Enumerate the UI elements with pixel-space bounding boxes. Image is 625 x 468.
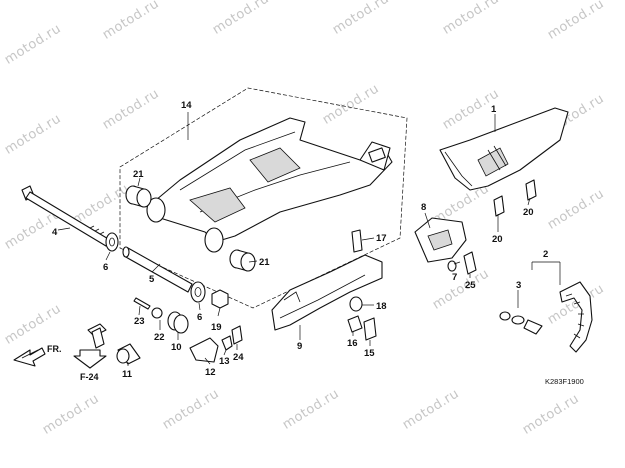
callout-19: 19: [211, 322, 222, 333]
pivot-bolt: [21, 185, 111, 247]
guide-collar: [447, 260, 457, 272]
shock-bushing: [87, 323, 107, 349]
shock-collar: [116, 343, 141, 365]
guide-bolt: [463, 251, 477, 275]
diagram-code: K283F1900: [545, 377, 584, 386]
pivot-boss: [204, 227, 224, 253]
callout-21-lower: 21: [259, 257, 270, 268]
hex-bolt: [231, 325, 243, 345]
callout-3: 3: [516, 280, 521, 291]
washer: [151, 307, 163, 319]
callout-6-left: 6: [103, 262, 108, 273]
callout-17: 17: [376, 233, 387, 244]
callout-1: 1: [491, 104, 497, 115]
callout-12: 12: [205, 367, 216, 378]
callout-15: 15: [364, 348, 375, 359]
pivot-collar: [122, 246, 193, 293]
nut-hole: [194, 287, 202, 297]
pivot-nut-right: [190, 281, 206, 303]
case-bolt: [493, 195, 505, 217]
drive-chain-case: [439, 107, 569, 191]
callout-4: 4: [52, 227, 58, 238]
drive-chain: [559, 281, 593, 353]
swingarm: [146, 117, 393, 253]
callout-9: 9: [297, 341, 302, 352]
callout-23: 23: [134, 316, 145, 327]
callout-13: 13: [219, 356, 230, 367]
mounting-bracket: [189, 337, 219, 363]
cotter-pin: [133, 297, 151, 310]
hex-nut: [211, 289, 229, 309]
case-bolt: [525, 179, 537, 201]
assembly-outline: [119, 87, 408, 309]
callout-10: 10: [171, 342, 182, 353]
callout-2: 2: [543, 249, 548, 260]
chain-slider: [271, 254, 383, 331]
callout-24: 24: [233, 352, 244, 363]
callout-14: 14: [181, 100, 192, 111]
pivot-boss: [146, 197, 166, 223]
slider-collar: [349, 296, 363, 312]
callout-22: 22: [154, 332, 165, 343]
front-direction-arrow-icon: [13, 347, 46, 367]
dust-seal: [167, 311, 189, 334]
reference-arrow-icon: [73, 349, 107, 369]
pivot-bushing-lower: [229, 249, 256, 272]
section-reference: F-24: [80, 372, 99, 382]
slider-screw: [363, 317, 377, 341]
chain-guide: [414, 217, 467, 263]
callout-6-right: 6: [197, 312, 202, 323]
slider-washer: [347, 315, 363, 333]
leader-lines: [57, 114, 561, 366]
direction-label: FR.: [47, 344, 62, 354]
callout-25: 25: [465, 280, 476, 291]
callout-7: 7: [452, 272, 457, 283]
nut-hole: [109, 237, 115, 247]
callout-20-left: 20: [492, 234, 503, 245]
callout-16: 16: [347, 338, 358, 349]
callout-21-upper: 21: [133, 169, 144, 180]
slider-bolt: [351, 229, 363, 253]
callout-11: 11: [122, 369, 133, 380]
callout-5: 5: [149, 274, 155, 285]
chain-joint: [499, 311, 543, 335]
pivot-nut-left: [105, 232, 119, 252]
pivot-bushing-upper: [125, 185, 152, 208]
rubber-grommet: [221, 335, 233, 351]
callout-18: 18: [376, 301, 387, 312]
callout-labels: 1 2 3 4 5 6 6 7 8 9 10 11 12 13 14 15 16…: [52, 100, 548, 380]
callout-20-right: 20: [523, 207, 534, 218]
callout-8: 8: [421, 202, 426, 213]
